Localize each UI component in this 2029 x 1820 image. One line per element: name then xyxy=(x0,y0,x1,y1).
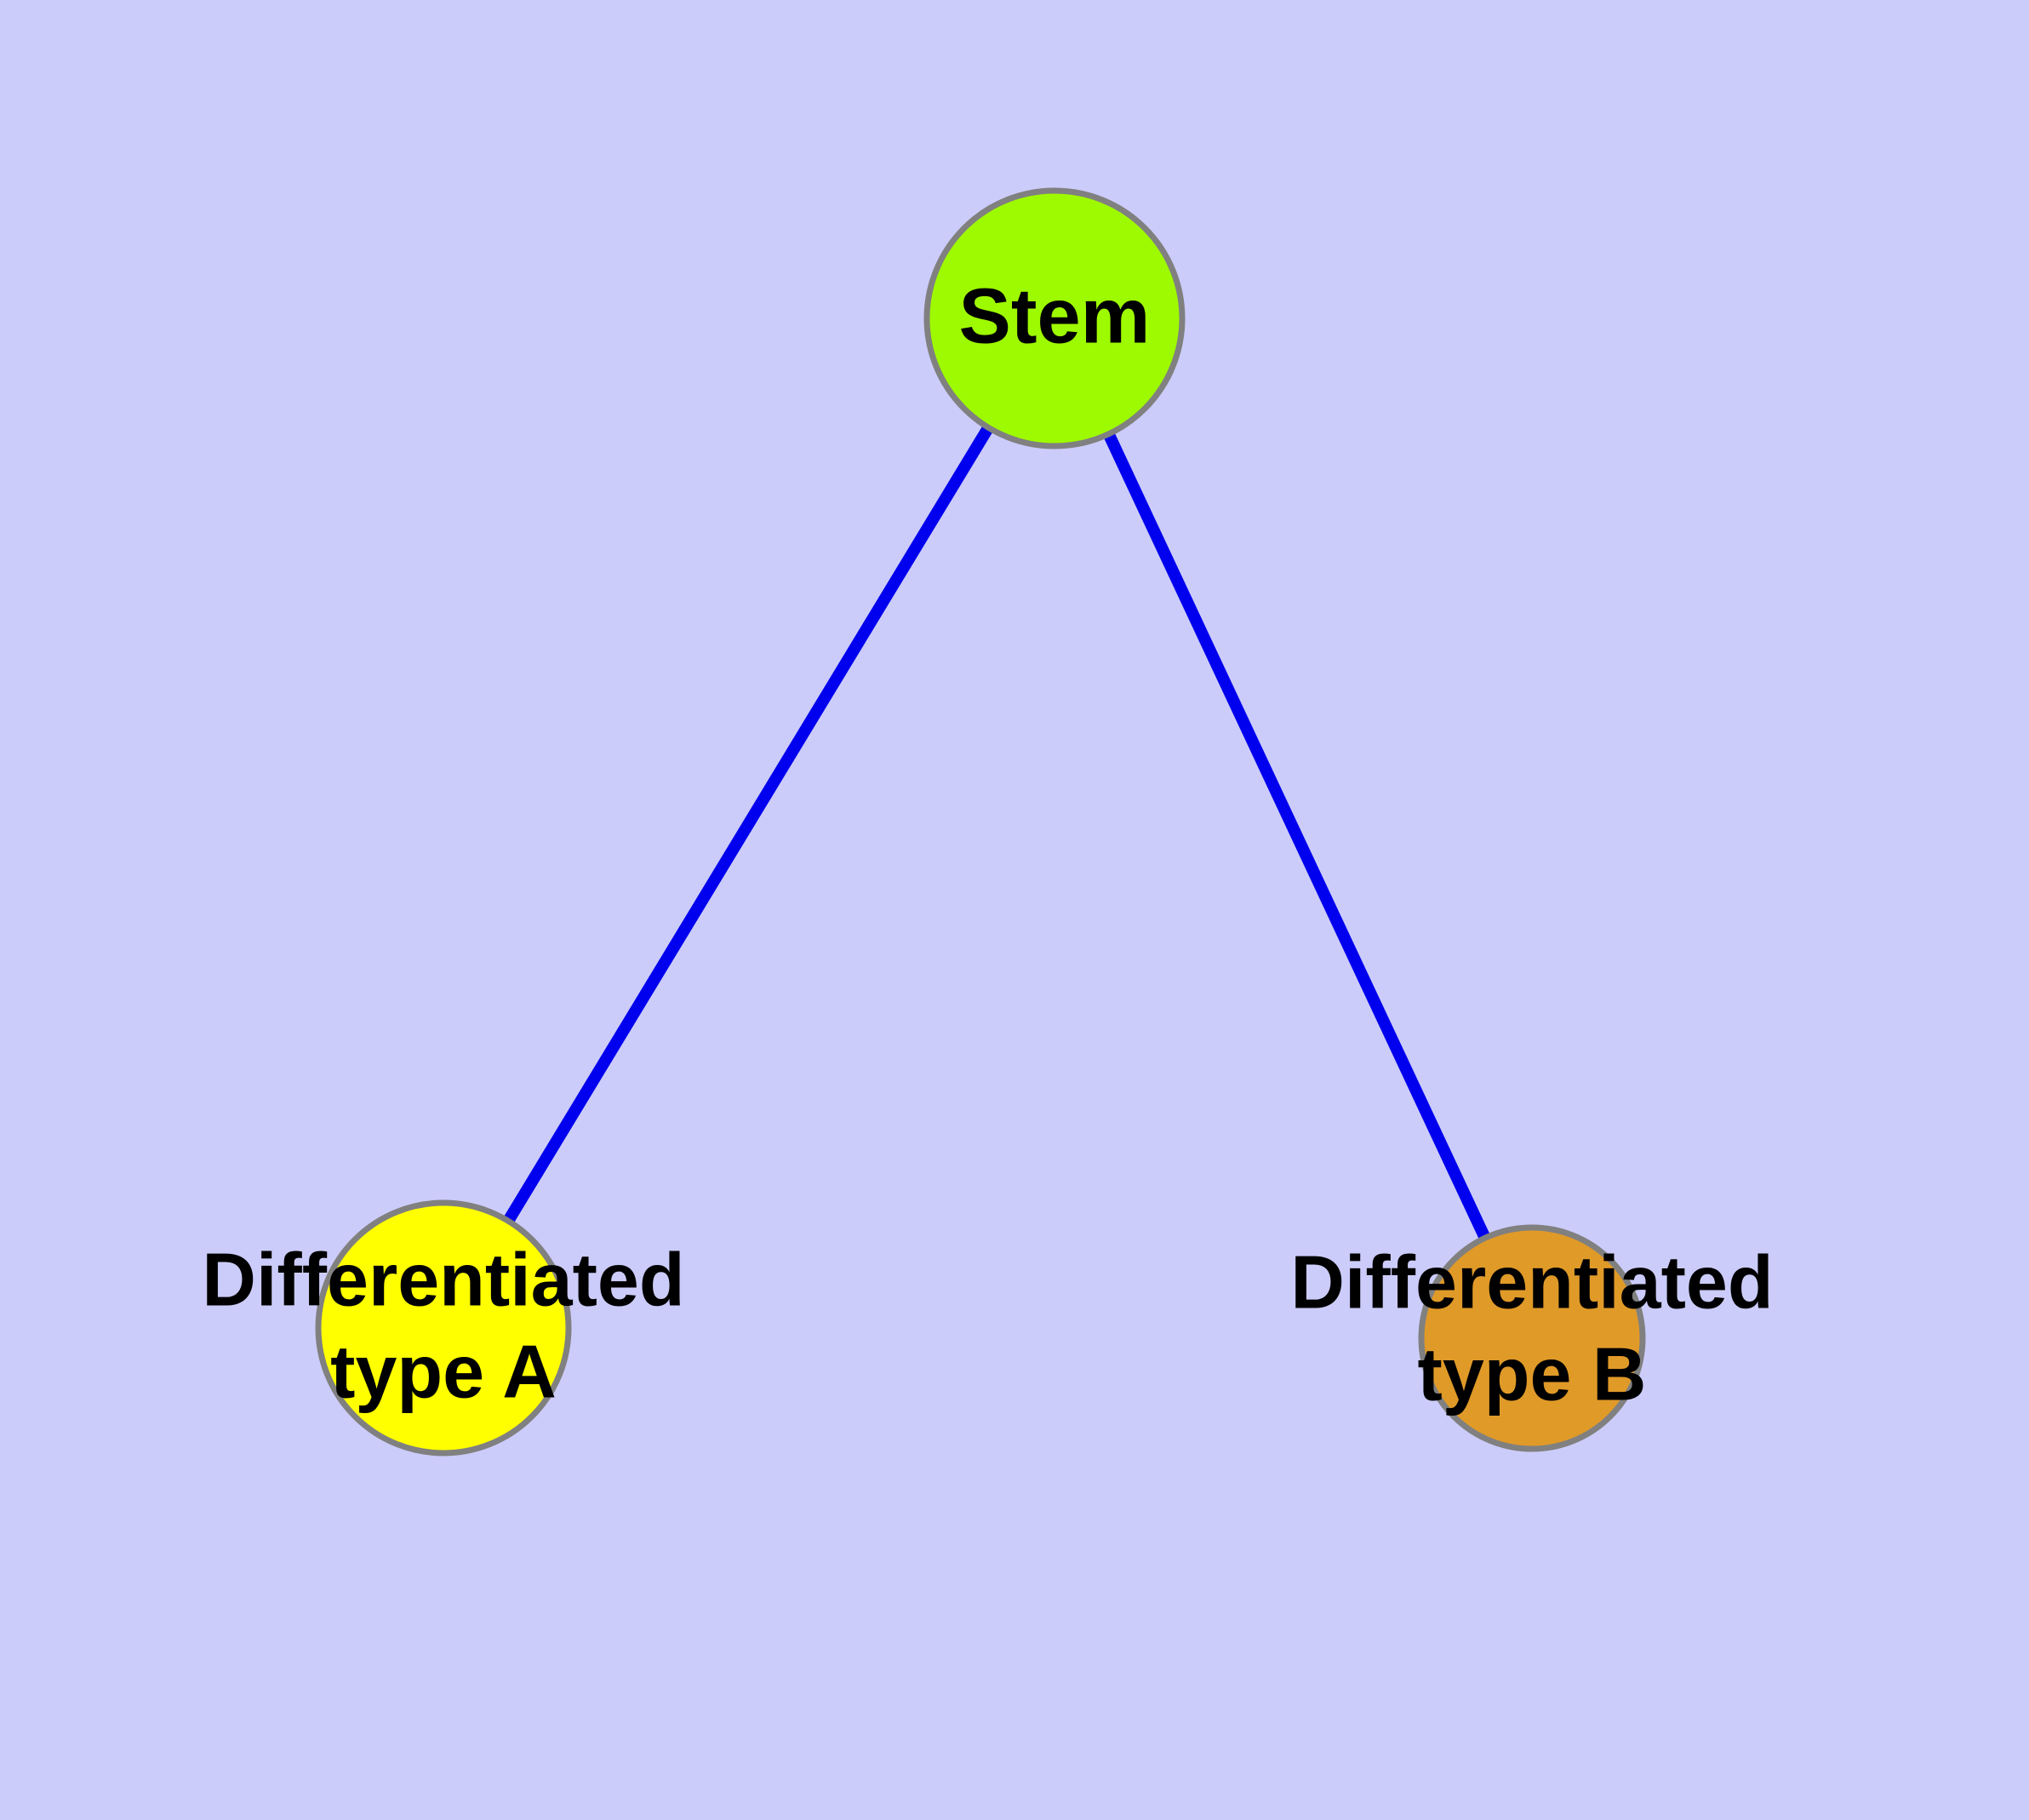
node-stem[interactable]: Stem xyxy=(923,187,1186,449)
node-differentiated-type-b-label-line2: type B xyxy=(1418,1331,1647,1416)
node-differentiated-type-b-circle[interactable] xyxy=(1418,1224,1646,1452)
node-differentiated-type-b-label-line1: Differentiated xyxy=(1290,1239,1773,1324)
node-differentiated-type-b[interactable]: Differentiated type B xyxy=(1290,1224,1774,1452)
node-differentiated-type-a-label-line1: Differentiated xyxy=(202,1237,684,1321)
node-differentiated-type-a-label-line2: type A xyxy=(330,1329,557,1413)
node-stem-circle[interactable] xyxy=(923,187,1186,449)
node-differentiated-type-a-circle[interactable] xyxy=(315,1199,572,1457)
edges-layer xyxy=(501,421,1492,1244)
nodes-layer: Stem Differentiated type A Differentiate… xyxy=(202,187,1774,1457)
node-stem-label: Stem xyxy=(959,272,1151,359)
node-differentiated-type-a[interactable]: Differentiated type A xyxy=(202,1199,685,1457)
edge-stem-to-differentiated-type-a[interactable] xyxy=(501,421,996,1228)
edge-stem-to-differentiated-type-b[interactable] xyxy=(1101,428,1492,1244)
